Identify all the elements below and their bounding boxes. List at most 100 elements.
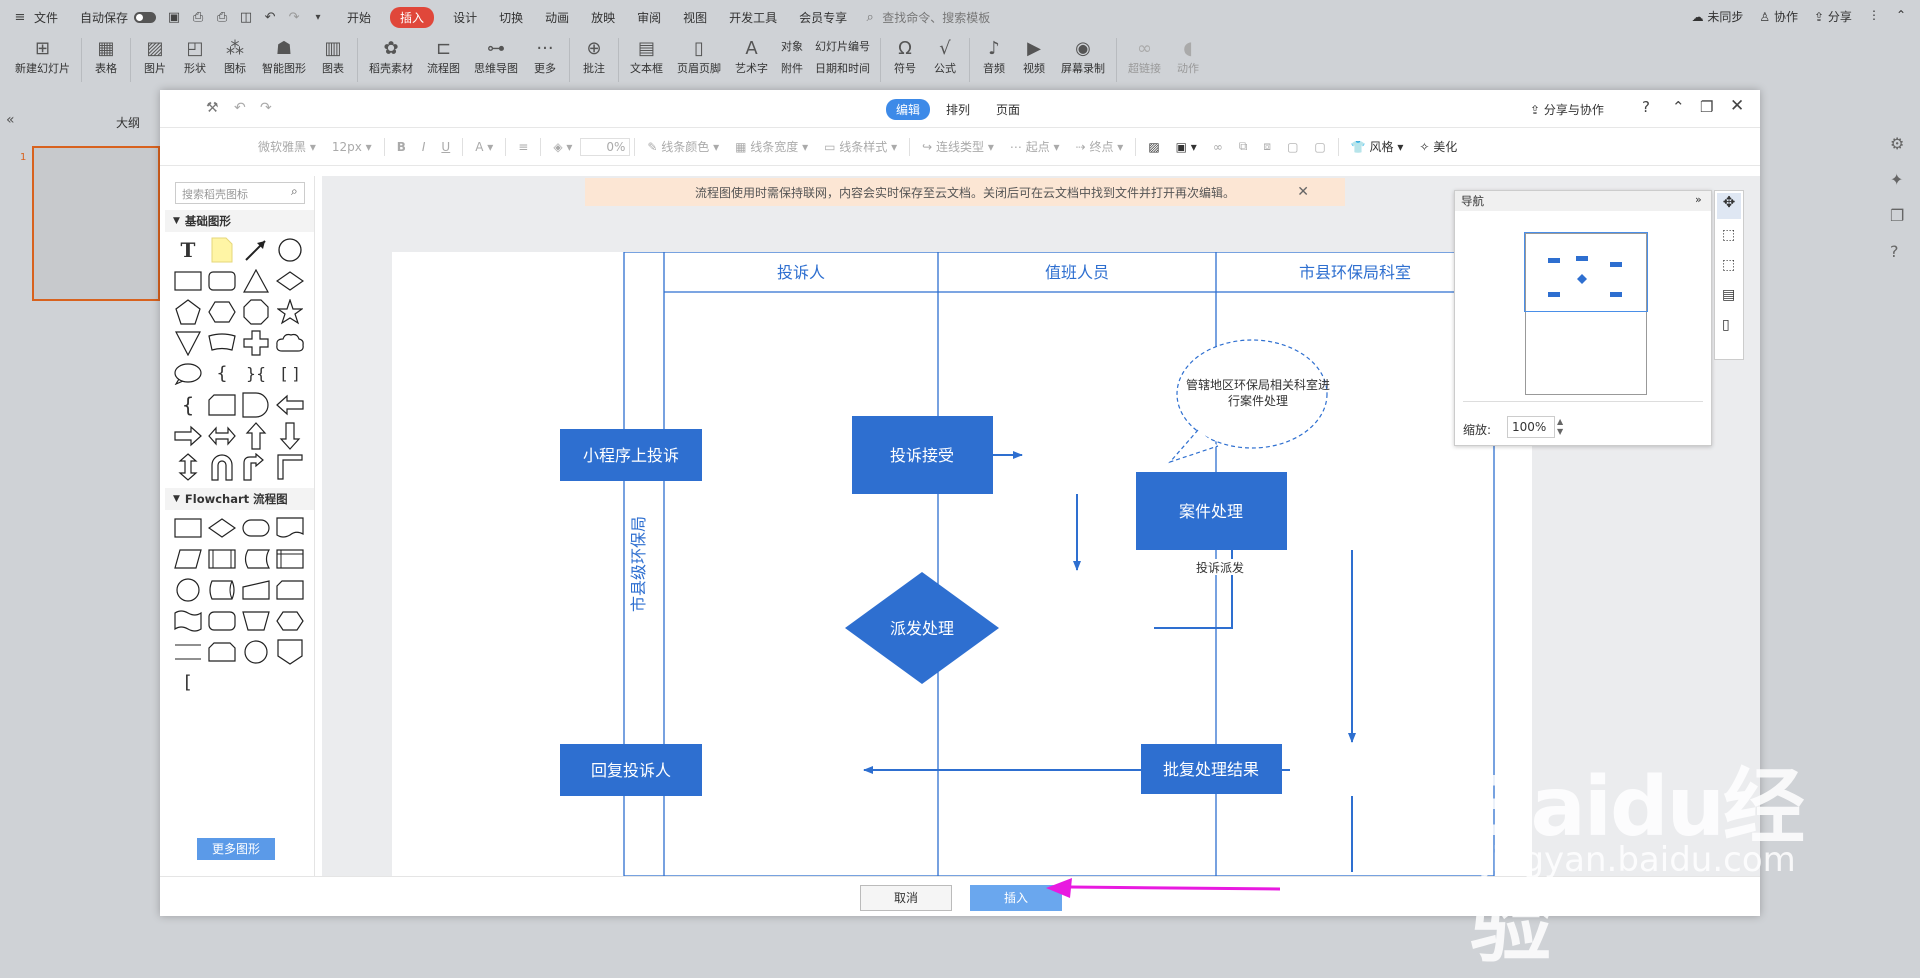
navigator-icon[interactable]: ✥ bbox=[1717, 193, 1741, 219]
print-icon[interactable]: ⎙ bbox=[216, 9, 228, 25]
start-select[interactable]: ⋯ 起点 ▾ bbox=[1009, 140, 1060, 154]
image-icon[interactable]: ▨ bbox=[1148, 139, 1160, 154]
new-slide-button[interactable]: ⊞新建幻灯片 bbox=[15, 37, 70, 76]
predefined-process-shape[interactable] bbox=[205, 543, 239, 574]
undo-icon[interactable]: ↶ bbox=[234, 100, 246, 116]
share-collab-button[interactable]: ⇪ 分享与协作 bbox=[1530, 103, 1604, 117]
page-icon[interactable]: ▯ bbox=[1722, 317, 1730, 333]
line-width-select[interactable]: ▦ 线条宽度 ▾ bbox=[735, 140, 809, 154]
banner-shape[interactable] bbox=[205, 327, 239, 358]
settings-icon[interactable]: ⚙ bbox=[1890, 134, 1905, 153]
on-page-ref-shape[interactable] bbox=[239, 636, 273, 667]
preview-icon[interactable]: ◫ bbox=[239, 9, 253, 25]
diamond-shape[interactable] bbox=[273, 265, 307, 296]
swimlane-pool[interactable] bbox=[623, 251, 1495, 877]
file-menu[interactable]: 文件 bbox=[34, 10, 59, 25]
rectangle-shape[interactable] bbox=[171, 265, 205, 296]
connector-shape[interactable] bbox=[171, 574, 205, 605]
lock-icon[interactable]: ▢ bbox=[1287, 139, 1299, 154]
collapse-icon[interactable]: ⌃ bbox=[1672, 98, 1685, 116]
stored-data-shape[interactable] bbox=[239, 543, 273, 574]
menu-icon[interactable]: ≡ bbox=[14, 9, 26, 25]
hexagon-shape[interactable] bbox=[205, 296, 239, 327]
node-accept[interactable]: 投诉接受 bbox=[852, 416, 993, 494]
shape-search-input[interactable]: 搜索稻壳图标 bbox=[175, 182, 305, 204]
font-color-icon[interactable]: A ▾ bbox=[475, 139, 494, 154]
left-arrow-shape[interactable] bbox=[273, 389, 307, 420]
more-button[interactable]: ···更多 bbox=[534, 37, 556, 76]
navigator-thumbnail[interactable] bbox=[1525, 233, 1647, 395]
right-arrow-shape[interactable] bbox=[171, 420, 205, 451]
left-brace-shape[interactable]: { bbox=[216, 363, 228, 384]
collaborate-button[interactable]: ♙ 协作 bbox=[1759, 10, 1799, 24]
tab-arrange[interactable]: 排列 bbox=[946, 103, 971, 117]
triangle-shape[interactable] bbox=[239, 265, 273, 296]
tab-member[interactable]: 会员专享 bbox=[799, 10, 848, 25]
flowchart-button[interactable]: ⊏流程图 bbox=[427, 37, 460, 76]
tab-developer[interactable]: 开发工具 bbox=[729, 10, 778, 25]
layer-icon[interactable]: ▣ ▾ bbox=[1175, 139, 1197, 154]
icons-button[interactable]: ⁂图标 bbox=[224, 37, 246, 76]
insert-button[interactable]: 插入 bbox=[970, 885, 1062, 911]
tab-design[interactable]: 设计 bbox=[453, 10, 478, 25]
more-menu-icon[interactable]: ⋮ bbox=[1867, 8, 1880, 22]
speech-bubble-shape[interactable] bbox=[171, 358, 205, 389]
slide-number-button[interactable]: 幻灯片编号 bbox=[815, 40, 870, 53]
action-button[interactable]: ◖动作 bbox=[1177, 37, 1199, 76]
italic-icon[interactable]: I bbox=[421, 139, 426, 154]
tab-page[interactable]: 页面 bbox=[996, 103, 1021, 117]
autosave-toggle[interactable] bbox=[134, 11, 157, 23]
loop-limit-shape[interactable] bbox=[205, 636, 239, 667]
node-submit[interactable]: 小程序上投诉 bbox=[560, 429, 702, 481]
opacity-input[interactable]: 0% bbox=[580, 137, 631, 156]
u-turn-shape[interactable] bbox=[205, 451, 239, 482]
object-button[interactable]: 对象 bbox=[781, 40, 803, 53]
star-shape[interactable] bbox=[273, 296, 307, 327]
smartart-button[interactable]: ☗智能图形 bbox=[262, 37, 306, 76]
help-icon[interactable]: ? bbox=[1890, 242, 1899, 261]
cloud-shape[interactable] bbox=[273, 327, 307, 358]
down-arrow-shape[interactable] bbox=[273, 420, 307, 451]
brace-pair-shape[interactable]: }{ bbox=[245, 364, 267, 383]
format-icon[interactable]: ⬚ bbox=[1722, 227, 1736, 243]
flowchart-page[interactable]: 市县级环保局 投诉人 值班人员 市县环保局科室 投诉派发 小程序上投诉 投诉接受 bbox=[392, 251, 1532, 877]
off-page-ref-shape[interactable] bbox=[273, 636, 307, 667]
outline-icon[interactable]: ▤ bbox=[1722, 287, 1736, 303]
share-button[interactable]: ⇪ 分享 bbox=[1814, 10, 1852, 24]
connector-select[interactable]: ↪ 连线类型 ▾ bbox=[922, 140, 994, 154]
double-arrow-shape[interactable] bbox=[205, 420, 239, 451]
collapse-icon[interactable]: ⌃ bbox=[1895, 8, 1906, 22]
link-icon[interactable]: ∞ bbox=[1212, 139, 1223, 154]
corner-shape[interactable] bbox=[273, 451, 307, 482]
delay-shape[interactable] bbox=[239, 389, 273, 420]
chart-button[interactable]: ▥图表 bbox=[322, 37, 344, 76]
tab-edit[interactable]: 编辑 bbox=[886, 99, 931, 120]
brace-shape[interactable]: { bbox=[181, 392, 195, 417]
tab-slideshow[interactable]: 放映 bbox=[591, 10, 616, 25]
audio-button[interactable]: ♪音频 bbox=[983, 37, 1005, 76]
textbox-button[interactable]: ▤文本框 bbox=[630, 37, 663, 76]
document-shape[interactable] bbox=[273, 512, 307, 543]
rounded-rect-shape[interactable] bbox=[205, 265, 239, 296]
preparation-shape[interactable] bbox=[273, 605, 307, 636]
format-painter-icon[interactable]: ⚒ bbox=[206, 100, 219, 116]
mindmap-button[interactable]: ⊶思维导图 bbox=[474, 37, 518, 76]
line-color-select[interactable]: ✎ 线条颜色 ▾ bbox=[647, 140, 720, 154]
customize-chevron-icon[interactable]: ▾ bbox=[315, 11, 321, 23]
formula-button[interactable]: √公式 bbox=[934, 37, 956, 76]
parallel-lines-shape[interactable] bbox=[171, 636, 205, 667]
cross-shape[interactable] bbox=[239, 327, 273, 358]
font-size-select[interactable]: 12px ▾ bbox=[331, 139, 372, 154]
zoom-stepper-icon[interactable]: ▲▼ bbox=[1557, 417, 1564, 436]
bracket-pair-shape[interactable]: [ ] bbox=[281, 364, 299, 383]
align-icon[interactable]: ≡ bbox=[518, 139, 529, 154]
tab-view[interactable]: 视图 bbox=[683, 10, 708, 25]
manual-operation-shape[interactable] bbox=[239, 605, 273, 636]
annotation-shape[interactable]: [ bbox=[184, 672, 192, 693]
card-flow-shape[interactable] bbox=[273, 574, 307, 605]
node-reply-user[interactable]: 回复投诉人 bbox=[560, 744, 702, 796]
export-icon[interactable]: ⎙ bbox=[192, 9, 204, 25]
up-arrow-shape[interactable] bbox=[239, 420, 273, 451]
